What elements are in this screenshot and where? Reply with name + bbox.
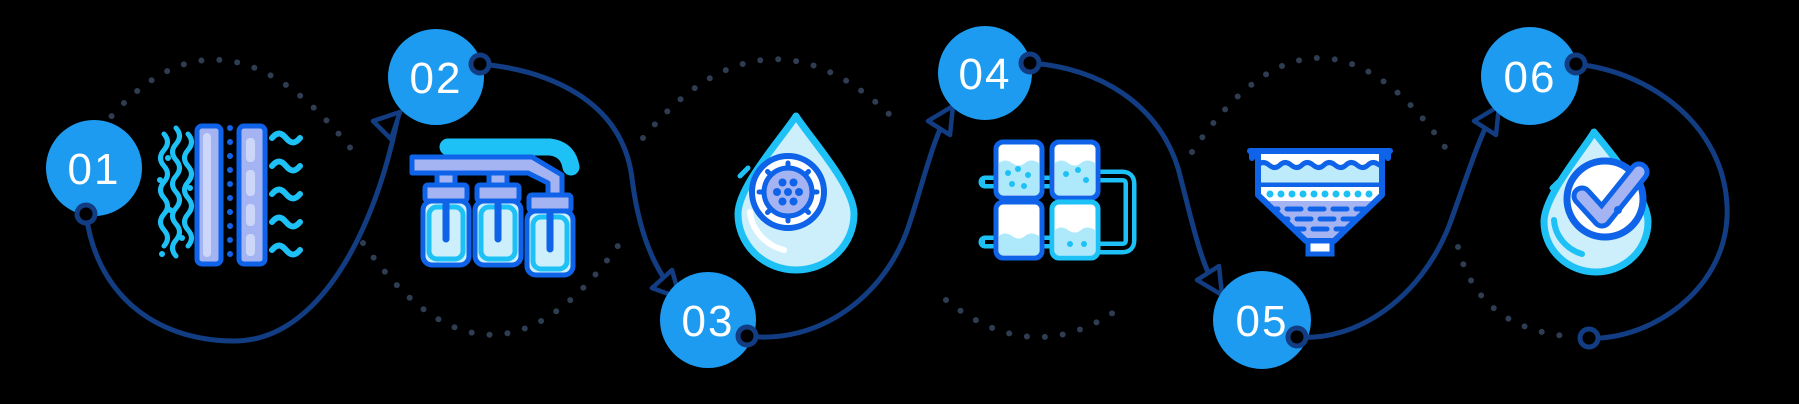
- dotted-arcs: [97, 55, 1569, 341]
- step-05: 05: [1213, 271, 1311, 369]
- step-02-number: 02: [410, 54, 463, 103]
- dotted-arc-step6: [1455, 244, 1569, 339]
- arrowheads: [370, 103, 1502, 301]
- step-06-connector-ring: [1564, 52, 1588, 76]
- treatment-tanks-icon: [978, 139, 1137, 261]
- step-02: 02: [388, 29, 492, 125]
- arrow-into-step2: [370, 109, 403, 142]
- arrow-into-step5: [1194, 263, 1225, 298]
- step-05-badge: [1213, 271, 1311, 369]
- arrow-into-step4: [925, 103, 956, 138]
- step-03-badge: [660, 272, 756, 368]
- flow-end-ring: [1577, 326, 1601, 350]
- connector-6-end: [1573, 61, 1730, 341]
- step-02-connector-ring: [468, 52, 492, 76]
- step-01-connector-ring: [74, 202, 98, 226]
- dotted-arc-step5: [1189, 55, 1450, 155]
- step-01: 01: [46, 120, 142, 226]
- dotted-arc-step3: [640, 56, 893, 141]
- step-06-badge: [1481, 27, 1579, 125]
- step-02-badge: [388, 29, 484, 125]
- step-04-badge: [938, 26, 1032, 120]
- step-01-number: 01: [68, 145, 121, 194]
- dotted-arc-step4: [943, 297, 1123, 341]
- step-03: 03: [660, 272, 759, 368]
- dotted-arc-step2: [360, 237, 625, 338]
- step-03-connector-ring: [735, 324, 759, 348]
- arrow-into-step6: [1471, 103, 1502, 138]
- step-04: 04: [938, 26, 1042, 120]
- step-04-number: 04: [959, 50, 1012, 99]
- step-03-number: 03: [682, 297, 735, 346]
- water-quality-check-icon: [1540, 128, 1652, 276]
- step-05-connector-ring: [1285, 325, 1309, 349]
- filter-cartridges-icon: [409, 138, 580, 278]
- step-04-connector-ring: [1018, 51, 1042, 75]
- dotted-arc-step1: [97, 56, 355, 153]
- step-05-number: 05: [1236, 297, 1289, 346]
- connector-5-6: [1294, 107, 1498, 340]
- membrane-drop-icon: [734, 112, 858, 274]
- connector-2-3: [477, 61, 680, 298]
- connector-4-5: [1027, 60, 1221, 294]
- step-06: 06: [1481, 27, 1588, 125]
- connector-1-2: [83, 113, 401, 344]
- membrane-filtration-icon: [157, 123, 303, 267]
- sand-filter-funnel-icon: [1247, 148, 1393, 257]
- connector-lines: [83, 60, 1730, 344]
- step-06-number: 06: [1504, 53, 1557, 102]
- step-01-badge: [46, 120, 142, 216]
- connector-3-4: [744, 107, 953, 340]
